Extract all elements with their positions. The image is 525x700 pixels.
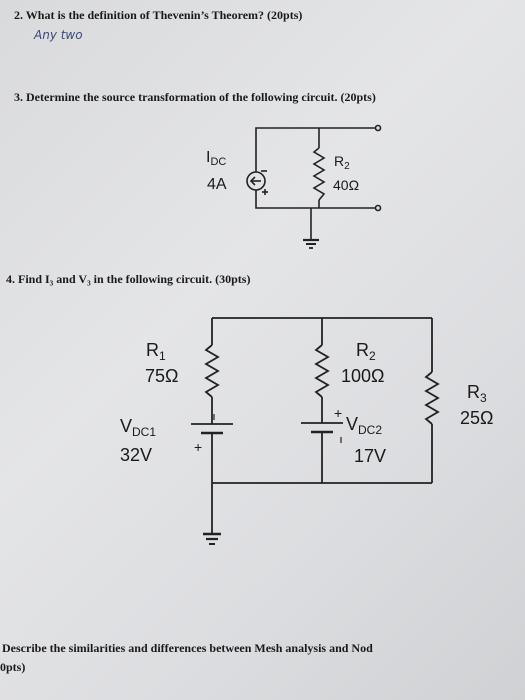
circuit2-v1-value: 32V — [120, 445, 152, 465]
circuit2-v2-value: 17V — [354, 446, 386, 466]
circuit-1 — [246, 124, 382, 249]
question-3: 3. Determine the source transformation o… — [14, 90, 376, 104]
circuit1-source-value: 4A — [207, 176, 227, 193]
question-4: 4. Find I₃ and V₃ in the following circu… — [6, 272, 251, 286]
circuit1-r2-label: R2 — [334, 153, 350, 172]
circuit2-r2-value: 100Ω — [341, 366, 385, 386]
circuit1-r2-resistor — [312, 147, 326, 201]
circuit1-source-label: IDC — [206, 149, 226, 168]
circuit2-r3-resistor — [424, 371, 440, 425]
circuit-2 — [191, 317, 440, 545]
circuit2-r3-value: 25Ω — [460, 408, 493, 428]
circuit2-v1-label: VDC1 — [120, 416, 156, 439]
circuit2-r3-label: R3 — [467, 382, 487, 405]
circuit2-v2-plus: + — [334, 405, 342, 421]
circuit1-r2-value: 40Ω — [333, 177, 359, 193]
circuit2-v2-label: VDC2 — [346, 414, 382, 437]
circuit2-r1-label: R1 — [146, 340, 166, 363]
circuit2-r1-resistor — [204, 344, 220, 398]
circuit2-r2-resistor — [314, 344, 330, 398]
circuit1-terminal-top — [374, 124, 382, 132]
circuit2-r1-value: 75Ω — [145, 366, 178, 386]
circuit2-v1-plus: + — [194, 439, 202, 455]
question-2: 2. What is the definition of Thevenin’s … — [14, 8, 303, 22]
circuit1-top-wire — [255, 127, 376, 181]
circuit1-source-arrowhead — [249, 176, 256, 186]
question-5-line1: Describe the similarities and difference… — [2, 641, 373, 655]
question-5-line2: 0pts) — [0, 660, 26, 674]
circuit2-r2-label: R2 — [356, 340, 376, 363]
handwritten-answer: Any two — [34, 28, 83, 42]
circuit1-terminal-bottom — [374, 204, 382, 212]
